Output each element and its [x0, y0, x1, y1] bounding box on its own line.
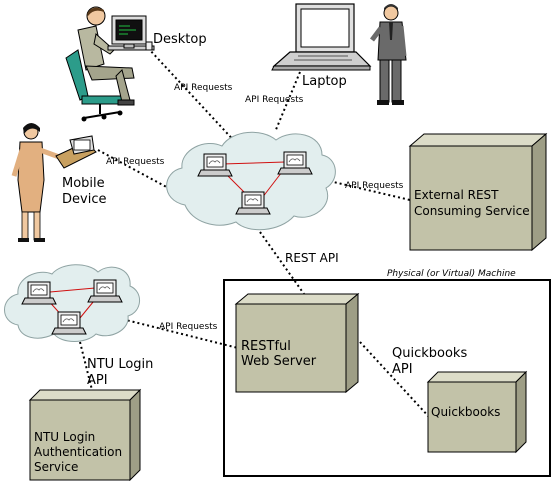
external-api-label: API Requests [345, 181, 404, 191]
machine-label: Physical (or Virtual) Machine [387, 269, 516, 279]
rest-api-label: REST API [285, 251, 339, 265]
ntu-login-connection [79, 341, 93, 391]
ntu-label-line1: NTU Login [34, 430, 95, 444]
laptop-label: Laptop [302, 74, 347, 89]
quickbooks-connection [359, 341, 431, 419]
ntu-cloud-connection [117, 317, 239, 349]
restful-label-line1: RESTful [241, 339, 291, 354]
lan-link [49, 287, 96, 293]
mobile-label-line1: Mobile [62, 176, 105, 191]
ntu-login-service-box [28, 388, 142, 481]
mobile-connection [97, 149, 173, 191]
mobile-label-line2: Device [62, 192, 106, 207]
desktop-api-label: API Requests [174, 83, 233, 93]
laptop-connection [274, 71, 301, 133]
connections [79, 47, 431, 419]
physical-machine-frame [223, 279, 551, 477]
external-label-line1: External REST [414, 188, 499, 202]
desktop-label: Desktop [153, 32, 207, 47]
quickbooks-label: Quickbooks [431, 405, 500, 419]
mobile-user-icon [11, 123, 97, 242]
business-person-icon [370, 4, 407, 105]
restful-label-line2: Web Server [241, 354, 317, 369]
external-rest-service-box [408, 132, 548, 252]
mobile-api-label: API Requests [106, 157, 165, 167]
desktop-user-icon [65, 6, 155, 122]
quickbooks-box [426, 370, 528, 454]
restful-web-server-box [234, 292, 360, 394]
ntu-label-line2: Authentication [34, 445, 122, 459]
internet-cloud [166, 131, 336, 231]
ntu-api-label: API Requests [159, 322, 218, 332]
laptop-api-label: API Requests [245, 95, 304, 105]
ntu-login-api-label-line2: API [87, 373, 108, 388]
quickbooks-api-label-line1: Quickbooks [392, 346, 467, 361]
quickbooks-api-label-line2: API [392, 362, 413, 377]
laptop-icon [271, 3, 372, 71]
desktop-connection [147, 47, 239, 146]
external-label-line2: Consuming Service [414, 204, 530, 218]
lan-link [221, 161, 286, 165]
ntu-label-line3: Service [34, 460, 78, 474]
ntu-login-api-label-line1: NTU Login [87, 357, 153, 372]
ntu-network-cloud [4, 264, 140, 342]
